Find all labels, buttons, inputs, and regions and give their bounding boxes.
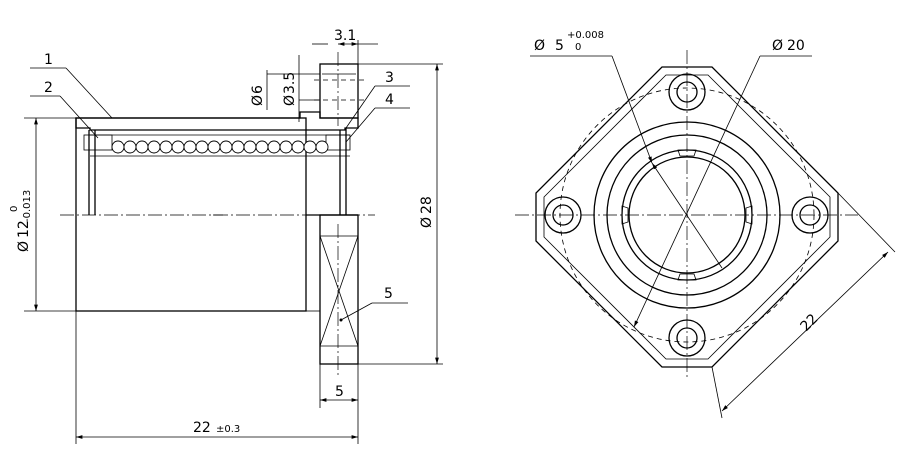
dim-outer-prefix: Ø: [419, 217, 435, 228]
dim-hole-6: 6: [250, 85, 266, 94]
dim-bore-tol-lower: -0.013: [22, 190, 33, 222]
dim-bore-prefix: Ø: [16, 241, 32, 252]
dim-bore: 12: [16, 220, 32, 238]
dim-inner-tol-lower: 0: [575, 42, 581, 53]
dim-flange-thickness: 3.1: [334, 28, 356, 44]
housing-section: [75, 111, 359, 131]
dim-pcd: 20: [787, 38, 805, 54]
dim-pcd-prefix: Ø: [772, 38, 783, 54]
dim-overall-length-tol: ±0.3: [216, 424, 240, 435]
part-label-4: 4: [385, 92, 394, 108]
part-label-1: 1: [44, 52, 53, 68]
dim-inner-prefix: Ø: [534, 38, 545, 54]
dim-hole-3-5-prefix: Ø: [282, 95, 298, 106]
flange-top: [319, 63, 359, 119]
ball-row: [111, 140, 329, 154]
dim-outer: 28: [419, 196, 435, 214]
dim-flange-width: 5: [335, 384, 344, 400]
dim-flange-size: 22: [798, 311, 822, 335]
side-view: 3.1 Ø 6 Ø 3.5 Ø 12 0 -0.013 Ø 28 5 22: [9, 28, 443, 444]
flange: [319, 214, 359, 365]
part-label-5: 5: [384, 286, 393, 302]
dim-hole-6-prefix: Ø: [250, 95, 266, 106]
front-view: Ø 5 +0.008 0 Ø 20 22: [515, 30, 896, 419]
part-label-3: 3: [385, 70, 394, 86]
dim-bore-tol-upper: 0: [9, 206, 20, 212]
dim-overall-length: 22: [193, 420, 211, 436]
dim-hole-3-5: 3.5: [282, 72, 298, 94]
part-label-2: 2: [44, 80, 53, 96]
seal-left: [83, 134, 113, 151]
dim-inner-dia: 5: [555, 38, 564, 54]
dim-inner-tol-upper: +0.008: [567, 30, 604, 41]
